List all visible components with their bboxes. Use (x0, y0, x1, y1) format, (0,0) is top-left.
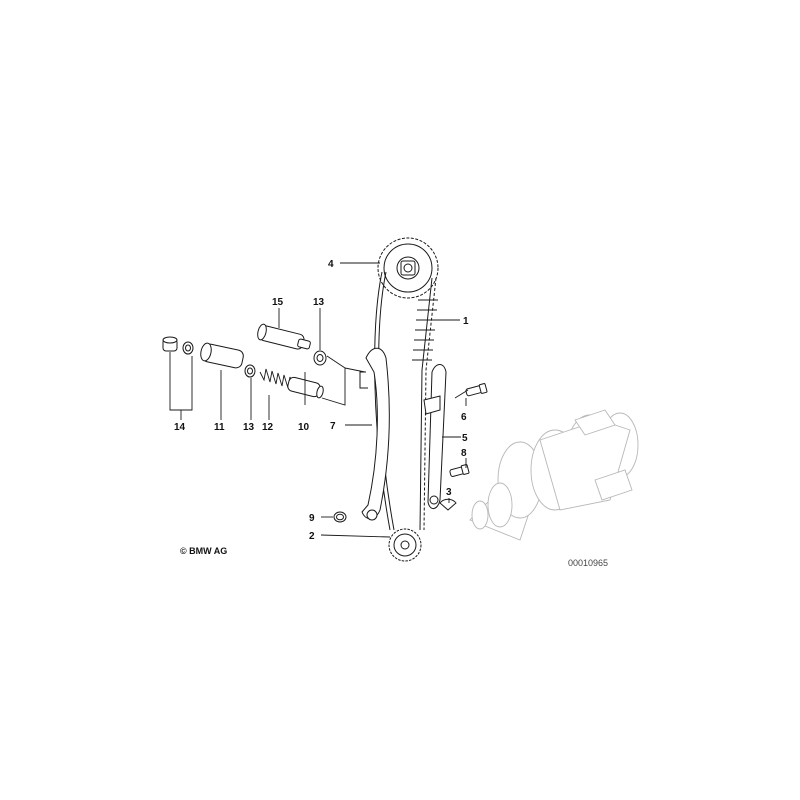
tensioner-rail (359, 347, 390, 521)
camshaft-sprocket (377, 237, 439, 299)
callout-6: 6 (461, 412, 467, 423)
callout-10: 10 (298, 422, 310, 433)
callout-7: 7 (330, 421, 336, 432)
callout-5: 5 (462, 433, 468, 444)
bolt-6 (465, 383, 488, 397)
copyright-label: © BMW AG (180, 546, 227, 556)
sealing-ring-13-upper (313, 350, 327, 366)
callout-8: 8 (461, 448, 467, 459)
callout-3: 3 (446, 487, 452, 498)
sealing-ring-14 (182, 341, 194, 355)
hydraulic-tensioner-15 (257, 323, 311, 350)
callout-1: 1 (463, 316, 469, 327)
callout-9: 9 (309, 513, 315, 524)
leader-lines (169, 262, 469, 538)
guide-rail (423, 364, 447, 509)
callout-14: 14 (174, 422, 186, 433)
callout-2: 2 (309, 531, 315, 542)
callout-15: 15 (272, 297, 284, 308)
callout-4: 4 (328, 259, 334, 270)
tensioner-housing-11 (200, 342, 244, 369)
callout-12: 12 (262, 422, 274, 433)
sealing-ring-9 (333, 511, 347, 523)
diagram-reference-number: 00010965 (568, 558, 608, 568)
woodruff-key (439, 498, 457, 511)
callout-11: 11 (214, 422, 225, 433)
piston-10 (287, 376, 324, 399)
crankshaft-ghost (469, 409, 639, 541)
sealing-ring-13-lower (244, 364, 256, 378)
bolt-8 (449, 464, 470, 477)
callout-13-lower: 13 (243, 422, 255, 433)
screw-plug-14 (162, 336, 178, 352)
callout-13-upper: 13 (313, 297, 325, 308)
crankshaft-sprocket (388, 528, 422, 562)
callout-labels: 4 1 15 13 7 6 5 8 3 9 2 14 11 13 12 10 (174, 259, 469, 542)
